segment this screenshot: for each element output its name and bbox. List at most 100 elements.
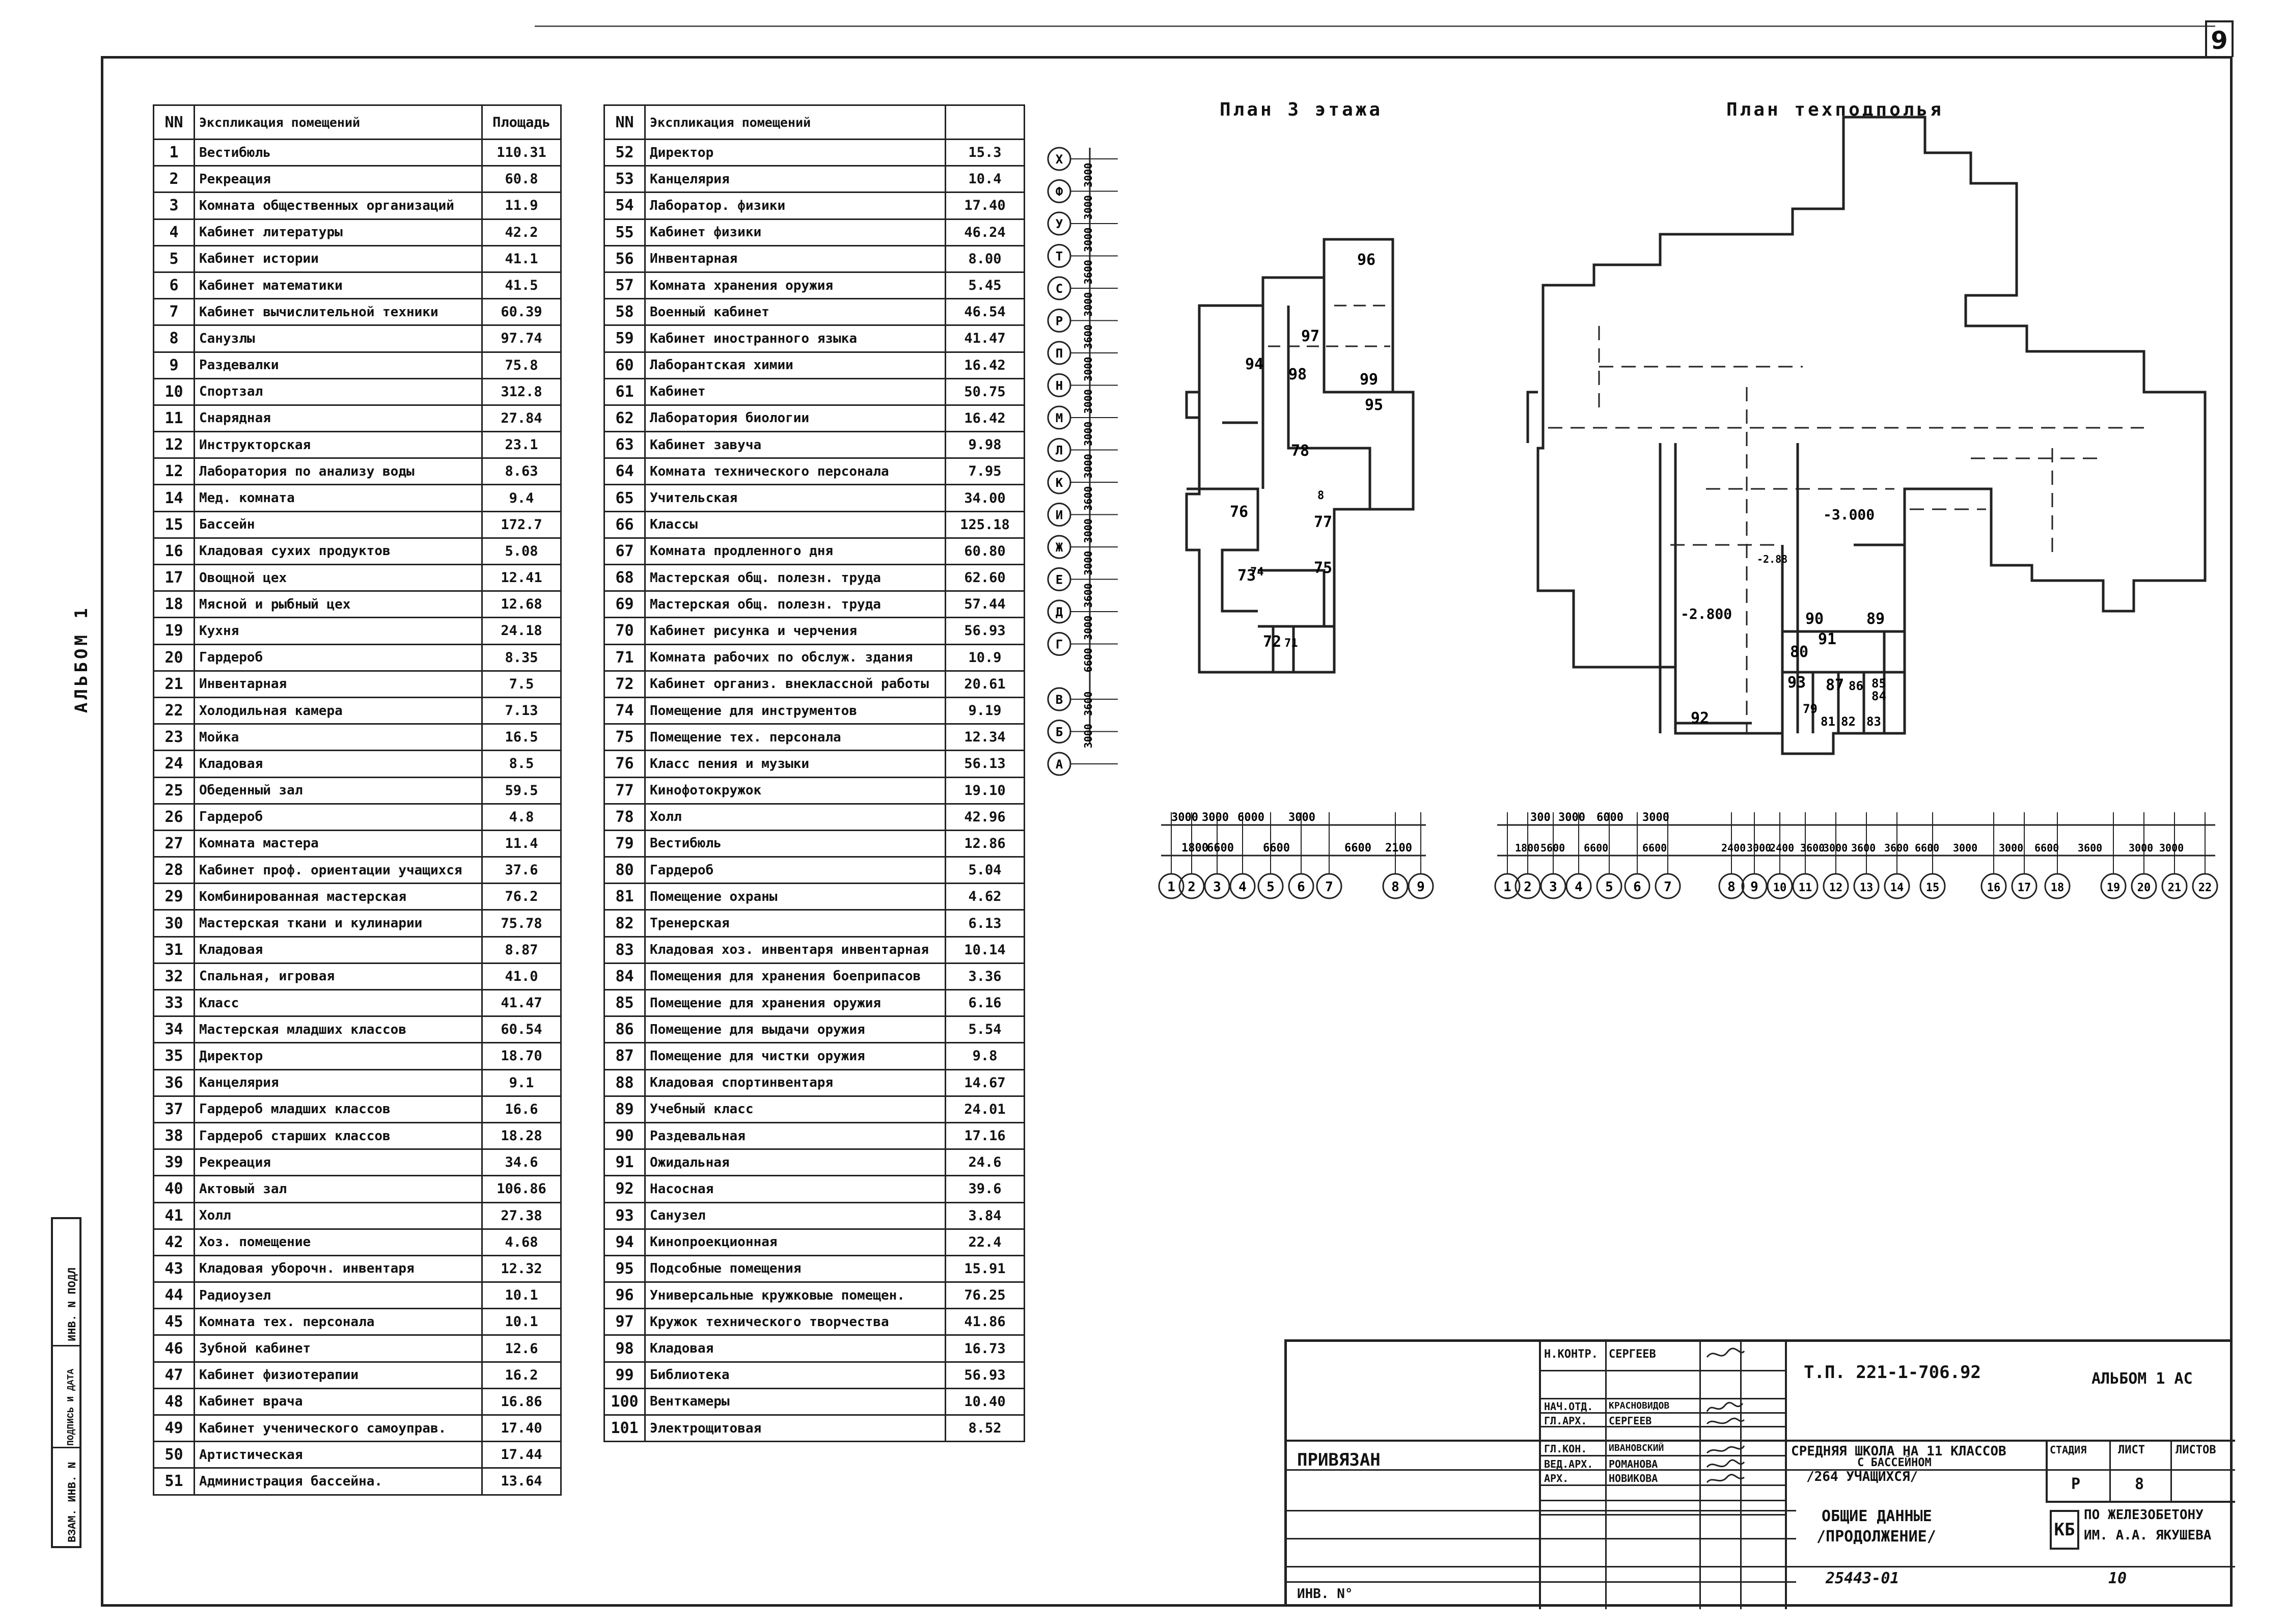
header-area: [945, 104, 1025, 140]
room-number: 83: [603, 935, 646, 964]
dimension-text: 6600: [1584, 842, 1608, 854]
room-number: 69: [603, 590, 646, 619]
room-name: Кладовая сухих продуктов: [194, 537, 483, 566]
axis-label: К: [1056, 476, 1063, 490]
dimension-text: 3000: [1999, 842, 2023, 854]
room-area: 16.42: [945, 351, 1025, 379]
room-area: 10.9: [945, 643, 1025, 672]
room-name: Комбинированная мастерская: [194, 883, 483, 911]
room-name: Электрощитовая: [644, 1414, 946, 1443]
room-area: 11.9: [481, 191, 562, 220]
room-number: 30: [153, 909, 195, 938]
room-label: 78: [1291, 442, 1309, 460]
room-area: 12.86: [945, 829, 1025, 858]
room-number: 84: [603, 962, 646, 991]
axis-bubble: [1792, 873, 1819, 899]
dimension-text: 3600: [1082, 692, 1094, 716]
axis-bubble: [1204, 873, 1230, 899]
room-name: Кабинет физиотерапии: [194, 1361, 483, 1389]
project-sub2: /264 УЧАЩИХСЯ/: [1806, 1469, 1918, 1484]
room-name: Кладовая: [194, 750, 483, 778]
room-name: Лаборатория биологии: [644, 404, 946, 433]
room-number: 76: [603, 750, 646, 778]
room-number: 40: [153, 1175, 195, 1203]
axis-label: С: [1056, 282, 1063, 296]
level-mark: -2.800: [1681, 605, 1732, 622]
axis-bubble: [1288, 873, 1314, 899]
room-number: 10: [153, 377, 195, 406]
room-name: Мастерская общ. полезн. труда: [644, 590, 946, 619]
room-number: 25: [153, 776, 195, 805]
room-name: Класс: [194, 988, 483, 1017]
room-number: 97: [603, 1308, 646, 1336]
room-number: 12: [153, 431, 195, 459]
room-area: 24.6: [945, 1148, 1025, 1177]
room-name: Венткамеры: [644, 1387, 946, 1416]
room-area: 60.39: [481, 298, 562, 326]
signature-1: [1706, 1347, 1745, 1358]
room-number: 79: [603, 829, 646, 858]
room-label: 97: [1301, 327, 1319, 345]
room-name: Канцелярия: [644, 165, 946, 194]
room-label: 86: [1849, 679, 1863, 693]
dimension-text: 6600: [1207, 842, 1234, 855]
axis-label: 17: [2018, 882, 2031, 894]
axis-bubble: [1741, 873, 1768, 899]
room-area: 75.78: [481, 909, 562, 938]
top-border-line: [535, 25, 2215, 27]
dimension-text: 3000: [1082, 422, 1094, 446]
room-area: 3.36: [945, 962, 1025, 991]
room-number: 20: [153, 643, 195, 672]
org-logo: КБ: [2050, 1510, 2079, 1550]
room-area: 16.5: [481, 723, 562, 752]
room-name: Подсобные помещения: [644, 1254, 946, 1283]
room-name: Ожидальная: [644, 1148, 946, 1177]
room-name: Овощной цех: [194, 563, 483, 592]
axis-bubble: [1382, 873, 1409, 899]
room-area: 56.93: [945, 1361, 1025, 1389]
header-area: Площадь: [481, 104, 562, 140]
dimension-text: 3000: [1171, 811, 1198, 824]
room-number: 17: [153, 563, 195, 592]
room-number: 60: [603, 351, 646, 379]
dimension-text: 6000: [1596, 811, 1623, 824]
dimension-text: 1800: [1515, 842, 1539, 854]
room-area: 10.14: [945, 935, 1025, 964]
dimension-text: 1800: [1181, 842, 1208, 855]
stage-value: Р: [2071, 1475, 2081, 1493]
dimension-text: 6600: [2034, 842, 2059, 854]
room-name: Насосная: [644, 1175, 946, 1203]
room-number: 72: [603, 670, 646, 698]
room-label: 90: [1805, 610, 1824, 628]
room-number: 38: [153, 1121, 195, 1150]
dimension-text: 3000: [2129, 842, 2153, 854]
room-area: 4.62: [945, 883, 1025, 911]
room-name: Классы: [644, 510, 946, 539]
room-number: 52: [603, 138, 646, 167]
room-number: 14: [153, 484, 195, 512]
room-label: 91: [1818, 630, 1836, 648]
room-label: 72: [1263, 633, 1281, 651]
axis-bubble: [1158, 873, 1185, 899]
dimension-text: 3000: [1082, 551, 1094, 575]
sheet-header: ЛИСТ: [2118, 1444, 2145, 1456]
room-number: 99: [603, 1361, 646, 1389]
axis-label: Н: [1056, 379, 1063, 393]
room-area: 56.13: [945, 750, 1025, 778]
room-label: 94: [1245, 355, 1263, 373]
room-area: 8.87: [481, 935, 562, 964]
dimension-text: 3000: [1082, 292, 1094, 317]
room-number: 8: [153, 324, 195, 353]
axis-label: И: [1056, 508, 1063, 522]
dimension-text: 3000: [2159, 842, 2184, 854]
